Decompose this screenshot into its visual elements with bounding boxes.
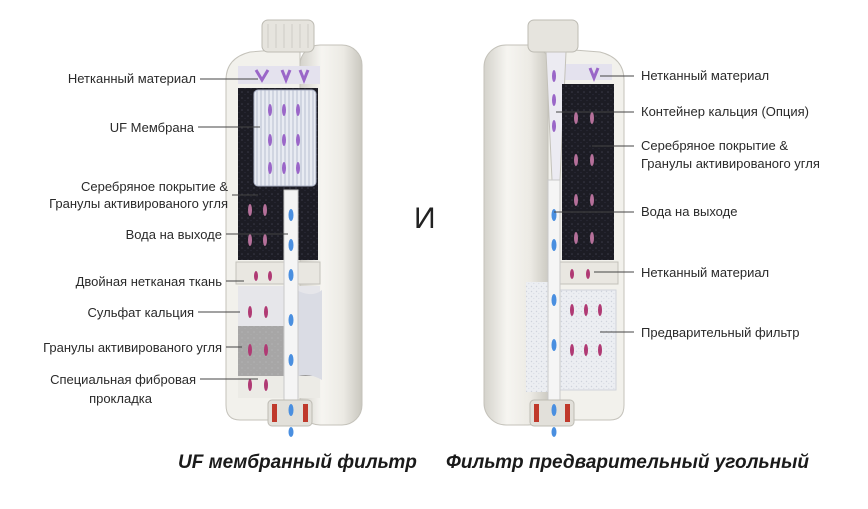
label-carbon-granules-lower: Гранулы активированого угля	[43, 340, 222, 355]
separator-and: И	[414, 202, 436, 235]
label-calcium-container: Контейнер кальция (Опция)	[641, 104, 810, 119]
label-water-outlet-left: Вода на выходе	[125, 227, 222, 242]
label-carbon-granules-right: Гранулы активированого угля	[641, 156, 820, 171]
label-pre-filter: Предварительный фильтр	[641, 325, 800, 340]
right-filter	[483, 19, 634, 437]
label-double-nonwoven: Двойная нетканая ткань	[75, 274, 222, 289]
label-calcium-sulfate: Сульфат кальция	[87, 305, 194, 320]
label-carbon-granules-left: Гранулы активированого угля	[49, 196, 228, 211]
label-nonwoven-left: Нетканный материал	[67, 71, 196, 86]
left-filter	[198, 19, 363, 437]
caption-carbon-filter: Фильтр предварительный угольный	[446, 452, 809, 473]
label-silver-coating-left: Серебряное покрытие &	[80, 179, 228, 194]
label-fiber-pad-2: прокладка	[89, 391, 152, 406]
label-silver-coating-right: Серебряное покрытие &	[641, 138, 789, 153]
label-water-outlet-right: Вода на выходе	[641, 204, 738, 219]
label-uf-membrane: UF Мембрана	[109, 120, 194, 135]
label-nonwoven-right-top: Нетканный материал	[641, 68, 770, 83]
label-fiber-pad-1: Специальная фибровая	[50, 372, 196, 387]
label-nonwoven-right-mid: Нетканный материал	[641, 265, 770, 280]
caption-uf-filter: UF мембранный фильтр	[178, 452, 417, 473]
